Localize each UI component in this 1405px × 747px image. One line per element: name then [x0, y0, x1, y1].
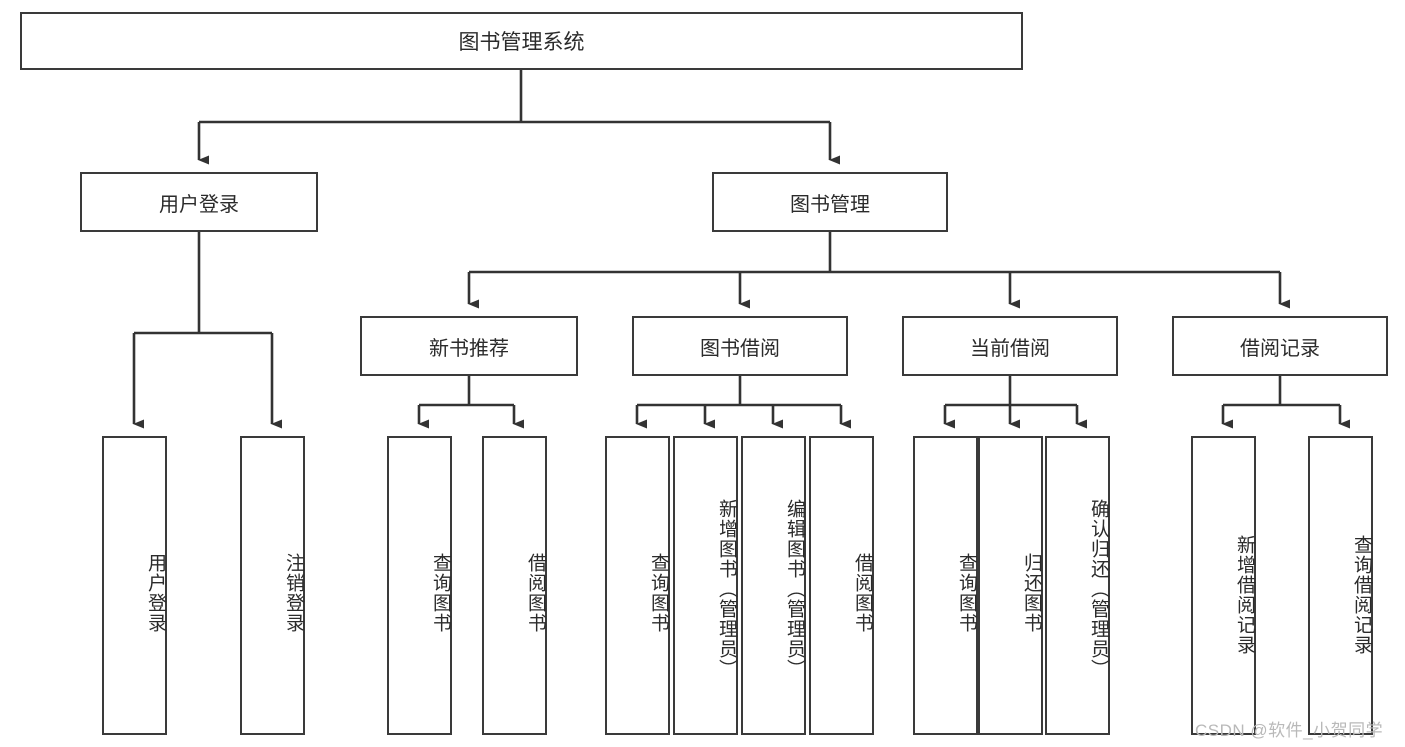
node-leaf-add-record-label: 新增借阅记录	[1234, 534, 1255, 655]
node-new-book-rec[interactable]: 新书推荐	[360, 316, 578, 376]
node-leaf-confirm-return[interactable]: 确认归还（管理员）	[1045, 436, 1110, 735]
new-book-rec-connectors	[417, 376, 524, 429]
node-leaf-query-book-2-label: 查询图书	[648, 552, 669, 633]
node-book-borrow-label: 图书借阅	[700, 337, 780, 360]
node-current-borrow-label: 当前借阅	[970, 337, 1050, 360]
node-leaf-query-record[interactable]: 查询借阅记录	[1308, 436, 1373, 735]
node-root-label: 图书管理系统	[458, 31, 585, 54]
node-leaf-add-book-label: 新增图书（管理员）	[716, 498, 737, 679]
node-leaf-query-book-3-label: 查询图书	[956, 552, 977, 633]
node-leaf-logout[interactable]: 注销登录	[240, 436, 305, 735]
node-leaf-add-record[interactable]: 新增借阅记录	[1191, 436, 1256, 735]
node-leaf-query-book-1[interactable]: 查询图书	[387, 436, 452, 735]
node-leaf-user-login[interactable]: 用户登录	[102, 436, 167, 735]
book-manage-connectors	[467, 232, 1290, 309]
current-borrow-connectors	[943, 376, 1087, 429]
node-new-book-rec-label: 新书推荐	[429, 337, 509, 360]
node-borrow-record-label: 借阅记录	[1240, 337, 1320, 360]
node-borrow-record[interactable]: 借阅记录	[1172, 316, 1388, 376]
node-leaf-borrow-book-2-label: 借阅图书	[852, 552, 873, 633]
book-borrow-connectors	[635, 376, 851, 429]
csdn-watermark: CSDN @软件_小贺同学	[1195, 721, 1384, 740]
node-leaf-borrow-book-2[interactable]: 借阅图书	[809, 436, 874, 735]
node-leaf-edit-book[interactable]: 编辑图书（管理员）	[741, 436, 806, 735]
node-leaf-query-book-2[interactable]: 查询图书	[605, 436, 670, 735]
node-leaf-user-login-label: 用户登录	[145, 552, 166, 633]
borrow-record-connectors	[1221, 376, 1350, 429]
node-leaf-edit-book-label: 编辑图书（管理员）	[784, 498, 805, 679]
root-connectors	[197, 70, 840, 165]
node-leaf-confirm-return-label: 确认归还（管理员）	[1088, 498, 1109, 679]
node-book-borrow[interactable]: 图书借阅	[632, 316, 848, 376]
node-root[interactable]: 图书管理系统	[20, 12, 1023, 70]
node-user-login-label: 用户登录	[159, 193, 239, 216]
user-login-connectors	[132, 232, 282, 429]
node-leaf-query-record-label: 查询借阅记录	[1351, 534, 1372, 655]
node-leaf-borrow-book-1-label: 借阅图书	[525, 552, 546, 633]
node-leaf-logout-label: 注销登录	[283, 552, 304, 633]
node-user-login[interactable]: 用户登录	[80, 172, 318, 232]
node-leaf-borrow-book-1[interactable]: 借阅图书	[482, 436, 547, 735]
node-leaf-query-book-3[interactable]: 查询图书	[913, 436, 978, 735]
node-book-manage-label: 图书管理	[790, 193, 870, 216]
node-current-borrow[interactable]: 当前借阅	[902, 316, 1118, 376]
node-book-manage[interactable]: 图书管理	[712, 172, 948, 232]
node-leaf-add-book[interactable]: 新增图书（管理员）	[673, 436, 738, 735]
node-leaf-return-book-label: 归还图书	[1021, 552, 1042, 633]
node-leaf-return-book[interactable]: 归还图书	[978, 436, 1043, 735]
node-leaf-query-book-1-label: 查询图书	[430, 552, 451, 633]
